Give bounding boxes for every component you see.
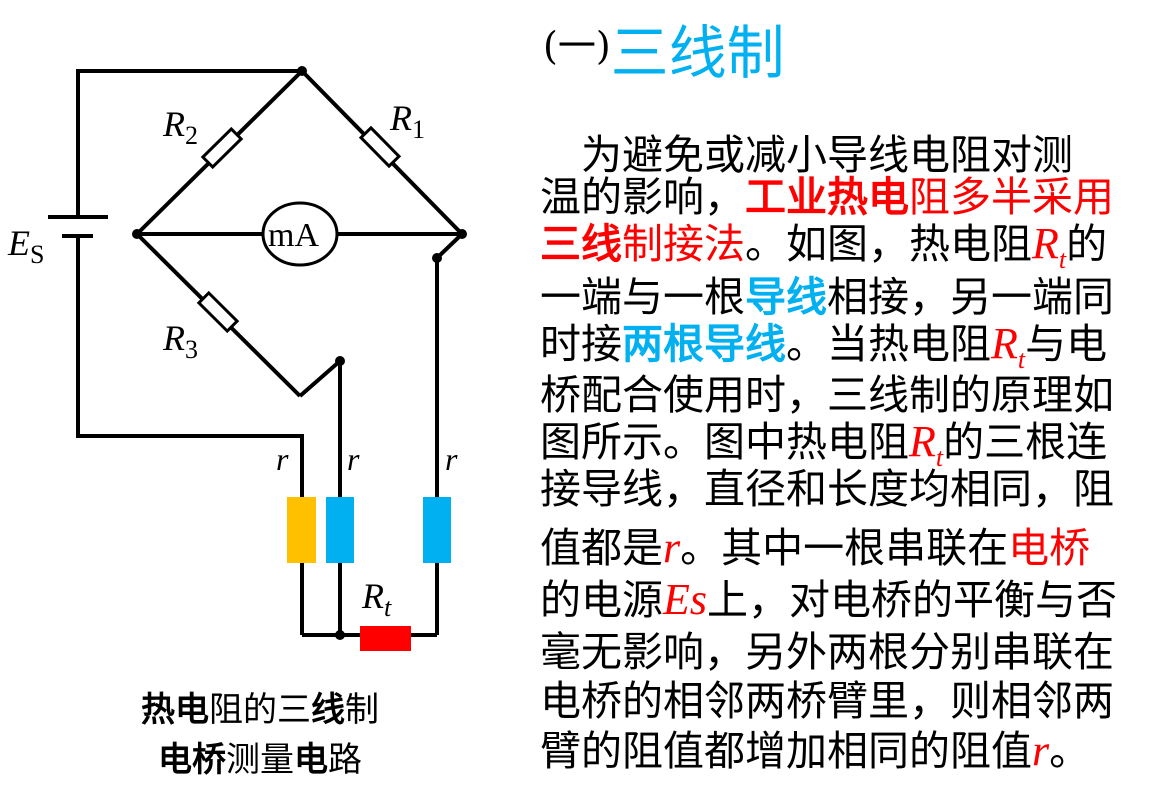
math-subscript: t bbox=[1017, 344, 1026, 374]
math-symbol: Rt bbox=[991, 319, 1026, 374]
section-heading: (一)三线制 bbox=[543, 6, 785, 90]
body-line: 毫无影响，另外两根分别串联在 bbox=[540, 626, 1114, 678]
text-segment: 相接，另一端同 bbox=[827, 273, 1114, 321]
text-segment: 。其中一根串联在 bbox=[680, 524, 1009, 572]
text-segment: 阻多半采用 bbox=[909, 173, 1114, 221]
body-line: 图所示。图中热电阻Rt的三根连 bbox=[540, 416, 1107, 484]
math-symbol: Rt bbox=[1032, 219, 1067, 274]
text-segment: 。 bbox=[1049, 727, 1091, 775]
caption-line-1: 热电阻的三线制 bbox=[0, 688, 520, 732]
text-segment: 桥配合使用时，三线制的原理如 bbox=[540, 371, 1114, 419]
label-rt: Rt bbox=[361, 576, 392, 622]
lead-resistor-blue-right bbox=[423, 497, 451, 563]
lead-resistor-blue-middle bbox=[326, 497, 354, 563]
text-segment: 电桥 bbox=[1008, 524, 1091, 572]
resistor-r3 bbox=[196, 290, 240, 334]
math-symbol: r bbox=[1032, 726, 1050, 775]
text-segment: 温的影响， bbox=[540, 173, 745, 221]
text-segment: 电桥的相邻两桥臂里，则相邻两 bbox=[540, 677, 1114, 725]
caption-segment: 电桥 bbox=[158, 740, 226, 780]
label-r-yellow: r bbox=[276, 441, 289, 477]
text-segment: 图所示。图中热电阻 bbox=[540, 418, 909, 466]
text-segment: 工业热电 bbox=[745, 173, 909, 221]
label-r-right: r bbox=[445, 441, 458, 477]
resistor-r2 bbox=[200, 126, 244, 170]
wire-supply-lead bbox=[76, 236, 304, 497]
text-segment: 两根导线 bbox=[622, 320, 786, 368]
caption-segment: 路 bbox=[328, 740, 362, 780]
body-line: 温的影响，工业热电阻多半采用 bbox=[540, 171, 1114, 223]
body-line: 桥配合使用时，三线制的原理如 bbox=[540, 369, 1114, 421]
text-segment: 上，对电桥的平衡与否 bbox=[707, 576, 1117, 624]
section-number: (一) bbox=[543, 24, 611, 68]
body-line: 的电源Es上，对电桥的平衡与否 bbox=[540, 574, 1117, 626]
caption-segment: 热电 bbox=[141, 690, 209, 730]
text-segment: 三线 bbox=[540, 220, 622, 268]
caption-line-2: 电桥测量电路 bbox=[0, 738, 520, 782]
text-segment: 臂的阻值都增加相同的阻值 bbox=[540, 727, 1032, 775]
text-segment: 时接 bbox=[540, 320, 622, 368]
resistor-r1 bbox=[358, 125, 402, 169]
wires bbox=[76, 69, 464, 637]
math-symbol: Es bbox=[663, 575, 707, 624]
label-r1: R1 bbox=[389, 98, 425, 144]
body-line: 时接两根导线。当热电阻Rt与电 bbox=[540, 318, 1107, 386]
meter-label: mA bbox=[268, 217, 319, 254]
text-segment: 。如图，热电阻 bbox=[745, 220, 1032, 268]
caption-segment: 制 bbox=[345, 690, 379, 730]
text-segment: 值都是 bbox=[540, 524, 663, 572]
label-r3: R3 bbox=[162, 318, 198, 364]
caption-segment: 电 bbox=[294, 740, 328, 780]
caption-segment: 线 bbox=[311, 690, 345, 730]
body-line: 三线制接法。如图，热电阻Rt的 bbox=[540, 218, 1107, 286]
text-segment: 接导线，直径和长度均相同，阻 bbox=[540, 465, 1114, 513]
caption-segment: 阻的三 bbox=[209, 690, 311, 730]
lead-resistor-yellow bbox=[287, 497, 316, 563]
section-title: 三线制 bbox=[610, 19, 785, 87]
wire-right-diag bbox=[435, 232, 464, 260]
caption-segment: 测量 bbox=[226, 740, 294, 780]
nodes bbox=[132, 66, 467, 640]
text-segment: 与电 bbox=[1025, 320, 1108, 368]
text-segment: 为避免或减小导线电阻对测 bbox=[540, 131, 1073, 179]
text-segment: 。当热电阻 bbox=[786, 320, 991, 368]
text-segment: 的 bbox=[1066, 220, 1108, 268]
text-segment: 毫无影响，另外两根分别串联在 bbox=[540, 628, 1114, 676]
body-line: 为避免或减小导线电阻对测 bbox=[540, 129, 1073, 181]
text-segment: 制接法 bbox=[622, 220, 745, 268]
text-segment: 的三根连 bbox=[943, 418, 1108, 466]
body-line: 一端与一根导线相接，另一端同 bbox=[540, 271, 1114, 323]
text-segment: 导线 bbox=[745, 273, 827, 321]
text-segment: 的电源 bbox=[540, 576, 663, 624]
resistor-rt bbox=[360, 626, 411, 651]
wire-r3-lead bbox=[298, 356, 342, 497]
body-line: 接导线，直径和长度均相同，阻 bbox=[540, 463, 1114, 515]
milliammeter bbox=[261, 201, 339, 267]
label-r2: R2 bbox=[162, 104, 198, 150]
body-line: 臂的阻值都增加相同的阻值r。 bbox=[540, 725, 1090, 777]
math-symbol: Rt bbox=[909, 417, 944, 472]
body-line: 值都是r。其中一根串联在电桥 bbox=[540, 522, 1090, 574]
three-wire-bridge-circuit: mA R2 R1 R3 ES r r r Rt bbox=[7, 66, 467, 651]
math-subscript: t bbox=[1058, 244, 1067, 274]
battery bbox=[48, 215, 108, 238]
math-subscript: t bbox=[935, 442, 944, 472]
math-symbol: r bbox=[663, 523, 681, 572]
wire-top bbox=[76, 69, 302, 217]
text-segment: 一端与一根 bbox=[540, 273, 745, 321]
label-r-middle: r bbox=[347, 441, 360, 477]
body-line: 电桥的相邻两桥臂里，则相邻两 bbox=[540, 675, 1114, 727]
label-es: ES bbox=[7, 223, 44, 269]
